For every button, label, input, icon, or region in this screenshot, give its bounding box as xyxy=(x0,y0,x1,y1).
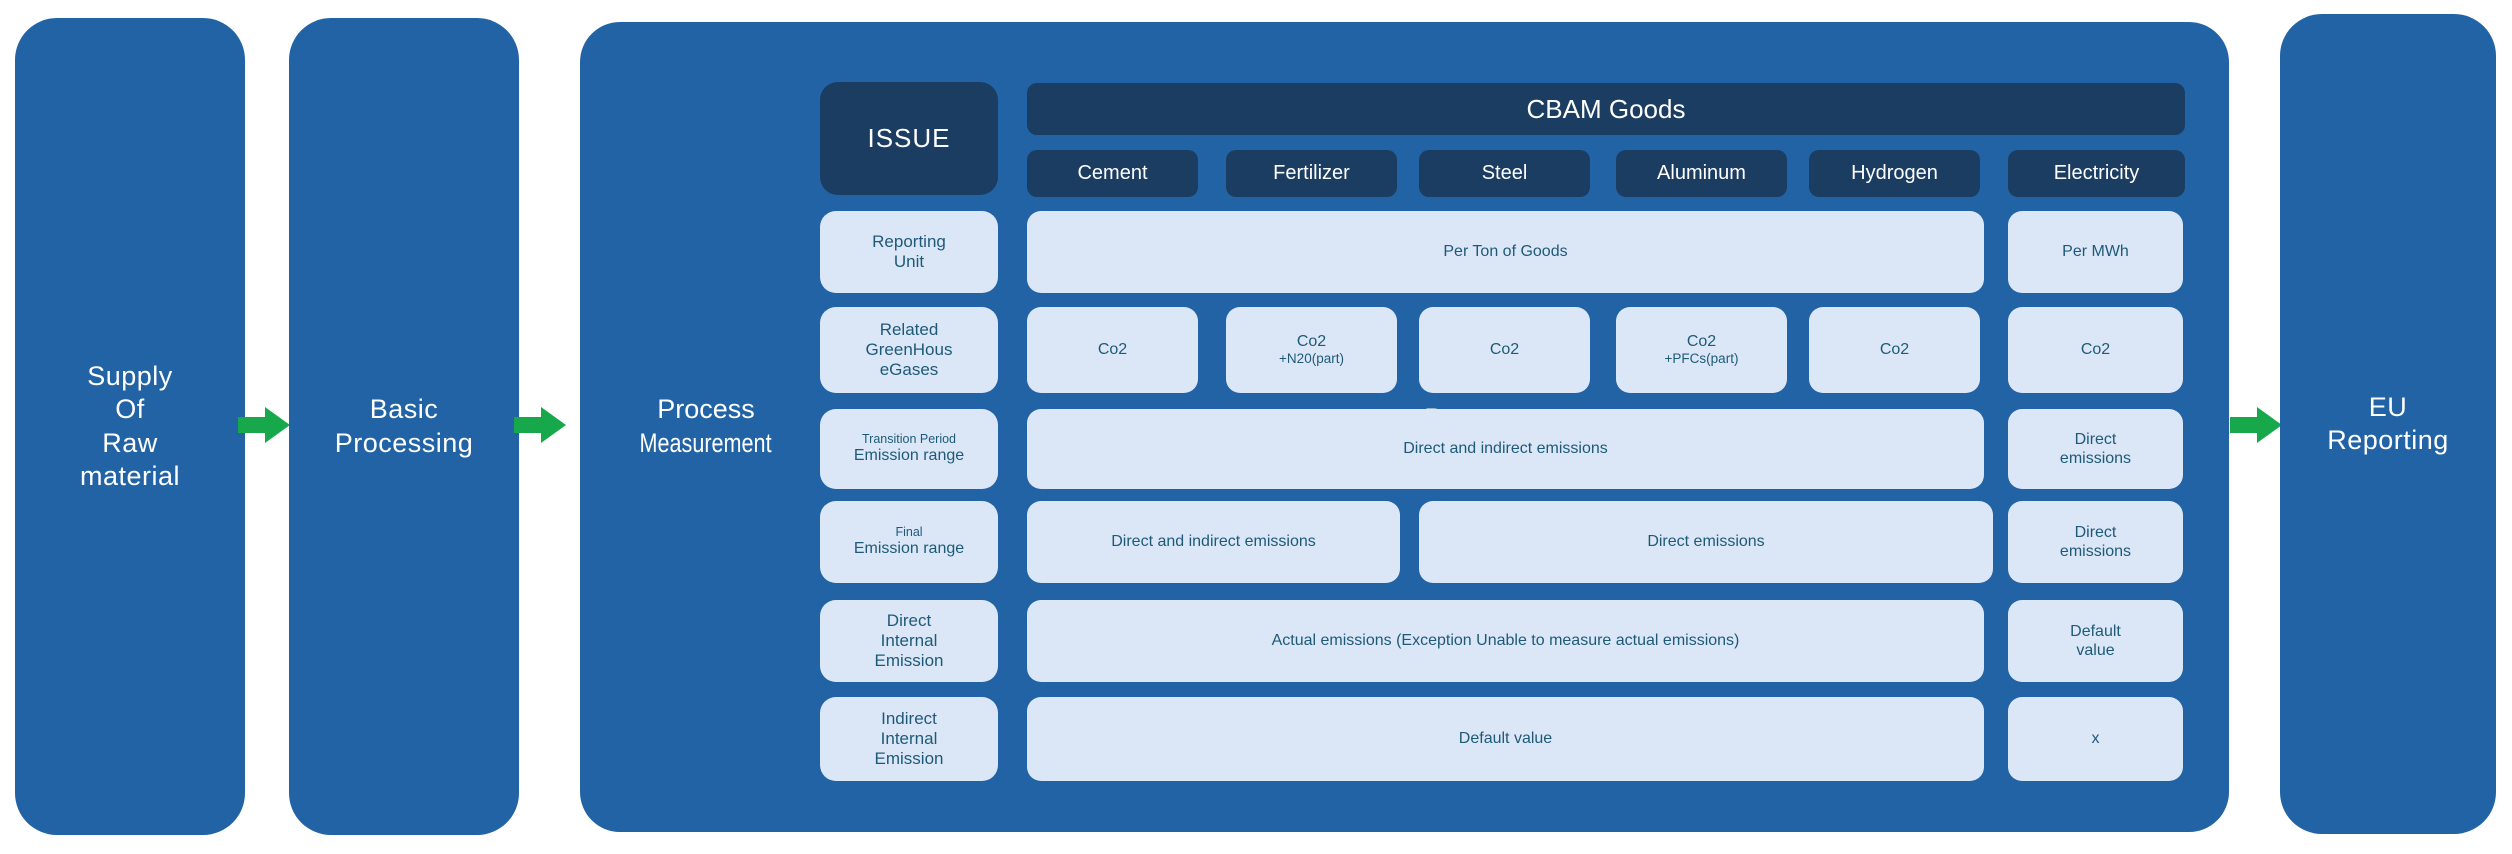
process-measurement-label-line2: Measurement xyxy=(639,428,773,458)
row-label-direct-internal-emission: Direct Internal Emission xyxy=(820,600,998,682)
row-label-text: Emission range xyxy=(853,540,965,558)
cell-text: Direct and indirect emissions xyxy=(1111,533,1316,551)
flow-stage-eu-reporting-label: EU Reporting xyxy=(2327,391,2449,455)
flow-arrow-icon xyxy=(514,407,566,443)
cell-direct-internal-goods: Actual emissions (Exception Unable to me… xyxy=(1027,600,1984,682)
column-header-hydrogen-label: Hydrogen xyxy=(1851,162,1938,184)
cell-text: Per Ton of Goods xyxy=(1443,243,1568,261)
row-label-text: Indirect Internal Emission xyxy=(874,708,944,769)
cell-gas-steel: Co2 xyxy=(1419,307,1590,393)
column-header-steel-label: Steel xyxy=(1481,162,1528,184)
cell-text: Actual emissions (Exception Unable to me… xyxy=(1271,632,1740,650)
cell-gas-electricity: Co2 xyxy=(2008,307,2183,393)
column-header-fertilizer: Fertilizer xyxy=(1226,150,1397,197)
cell-text: Direct emissions xyxy=(1647,533,1765,551)
cell-gas-hydrogen: Co2 xyxy=(1809,307,1980,393)
cell-text: x xyxy=(2091,730,2100,748)
column-header-aluminum-label: Aluminum xyxy=(1657,162,1746,184)
cell-text: Default value xyxy=(1458,730,1553,748)
row-label-text: Reporting Unit xyxy=(872,231,946,271)
cell-text: Direct and indirect emissions xyxy=(1403,440,1608,458)
process-measurement-label: Process Measurement xyxy=(586,22,826,832)
row-label-toptext: Transition Period xyxy=(861,431,957,446)
column-header-hydrogen: Hydrogen xyxy=(1809,150,1980,197)
row-label-transition-period-emission-range: Transition Period Emission range xyxy=(820,409,998,489)
row-label-final-emission-range: Final Emission range xyxy=(820,501,998,583)
issue-header-label: ISSUE xyxy=(867,123,951,153)
row-label-indirect-internal-emission: Indirect Internal Emission xyxy=(820,697,998,781)
row-label-text: Direct Internal Emission xyxy=(874,610,944,671)
column-header-cement: Cement xyxy=(1027,150,1198,197)
cell-text: Default value xyxy=(2070,622,2121,659)
cell-text: Direct emissions xyxy=(2059,430,2132,467)
column-header-electricity: Electricity xyxy=(2008,150,2185,197)
flow-arrow-icon xyxy=(2230,407,2282,443)
flow-stage-supply-label: Supply Of Raw material xyxy=(79,360,181,491)
cell-transition-goods: Direct and indirect emissions xyxy=(1027,409,1984,489)
row-label-text: Related GreenHous eGases xyxy=(865,319,953,380)
cell-reporting-unit-electricity: Per MWh xyxy=(2008,211,2183,293)
cbam-goods-header: CBAM Goods xyxy=(1027,83,2185,135)
flow-arrow-icon xyxy=(238,407,290,443)
process-measurement-label-line1: Process xyxy=(657,394,755,425)
cell-text: Co2 xyxy=(1097,341,1128,359)
cbam-goods-header-label: CBAM Goods xyxy=(1526,93,1686,124)
cell-subtext: +N20(part) xyxy=(1279,351,1344,367)
row-label-toptext: Final xyxy=(895,524,923,539)
process-measurement-container: Process Measurement Process Measurement … xyxy=(580,22,2229,832)
cell-text: Co2 xyxy=(1296,332,1327,350)
cell-text: Co2 xyxy=(1879,341,1910,359)
column-header-fertilizer-label: Fertilizer xyxy=(1273,162,1350,184)
row-label-related-greenhouse-gases: Related GreenHous eGases xyxy=(820,307,998,393)
cell-text: Co2 xyxy=(2080,341,2111,359)
flow-stage-eu-reporting: EU Reporting xyxy=(2280,14,2496,834)
cell-transition-electricity: Direct emissions xyxy=(2008,409,2183,489)
issue-header: ISSUE xyxy=(820,82,998,195)
cell-gas-aluminum: Co2 +PFCs(part) xyxy=(1616,307,1787,393)
cell-text: Co2 xyxy=(1686,332,1717,350)
cell-text: Per MWh xyxy=(2062,243,2129,261)
cell-text: Direct emissions xyxy=(2059,523,2132,560)
flow-stage-basic-processing-label: Basic Processing xyxy=(334,394,474,458)
flow-stage-supply-raw-material: Supply Of Raw material xyxy=(15,18,245,835)
cell-subtext: +PFCs(part) xyxy=(1664,351,1739,367)
cell-indirect-internal-goods: Default value xyxy=(1027,697,1984,781)
cell-direct-internal-electricity: Default value xyxy=(2008,600,2183,682)
column-header-steel: Steel xyxy=(1419,150,1590,197)
row-label-text: Emission range xyxy=(853,447,965,465)
column-header-aluminum: Aluminum xyxy=(1616,150,1787,197)
cell-final-cement-fertilizer: Direct and indirect emissions xyxy=(1027,501,1400,583)
cell-gas-fertilizer: Co2 +N20(part) xyxy=(1226,307,1397,393)
cell-final-electricity: Direct emissions xyxy=(2008,501,2183,583)
cell-indirect-internal-electricity: x xyxy=(2008,697,2183,781)
column-header-cement-label: Cement xyxy=(1077,162,1148,184)
row-label-reporting-unit: Reporting Unit xyxy=(820,211,998,293)
column-header-electricity-label: Electricity xyxy=(2053,162,2140,184)
flow-stage-basic-processing: Basic Processing xyxy=(289,18,519,835)
cell-gas-cement: Co2 xyxy=(1027,307,1198,393)
cell-final-steel-aluminum-hydrogen: Direct emissions xyxy=(1419,501,1993,583)
cell-reporting-unit-goods: Per Ton of Goods xyxy=(1027,211,1984,293)
cell-text: Co2 xyxy=(1489,341,1520,359)
